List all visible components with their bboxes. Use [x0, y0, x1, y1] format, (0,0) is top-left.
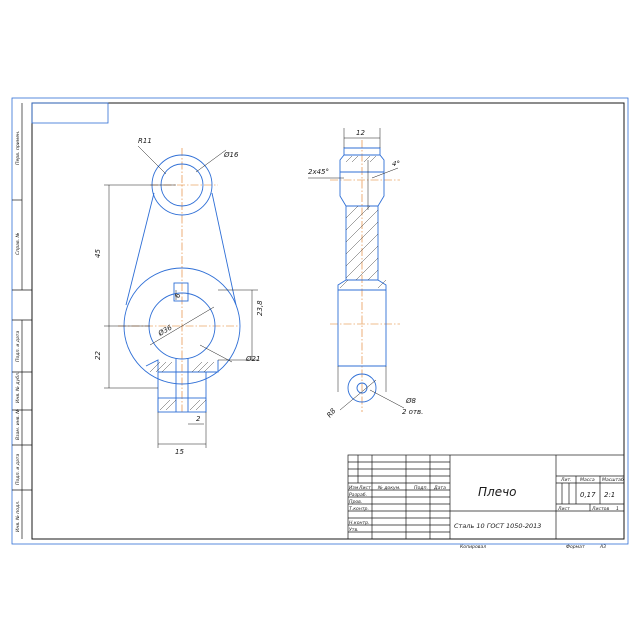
tb-razrab: Разраб.: [349, 492, 367, 498]
dim-holes: 2 отв.: [402, 408, 423, 416]
tb-ndoc: № докум.: [377, 485, 401, 491]
dim-12: 12: [356, 129, 365, 137]
dim-d21: Ø21: [245, 355, 260, 363]
dim-23-8: 23,8: [256, 300, 264, 316]
part-title: Плечо: [478, 485, 517, 499]
dim-r8: R8: [325, 407, 337, 420]
tb-izm: Изм: [349, 485, 359, 491]
sheets-label: Листов: [591, 506, 609, 512]
dim-d16: Ø16: [223, 151, 239, 159]
dim-r11: R11: [138, 137, 152, 145]
tb-data: Дата: [433, 485, 446, 491]
dim-d8: Ø8: [405, 397, 417, 405]
stamp-podp1: Подп. и дата: [15, 331, 21, 362]
top-left-stamp-box: [31, 102, 109, 124]
dim-45: 45: [94, 249, 102, 258]
tb-utv: Утв.: [349, 527, 359, 533]
stamp-podp2: Подп. и дата: [15, 454, 21, 485]
format-label: Формат: [566, 544, 585, 550]
lit-label: Лит.: [560, 477, 572, 483]
sheets-value: 1: [616, 506, 619, 512]
tb-prov: Пров.: [349, 499, 362, 505]
tb-podp: Подп.: [414, 485, 428, 491]
sheet-label: Лист: [557, 506, 570, 512]
dim-22: 22: [94, 351, 102, 360]
dim-6: 6: [174, 293, 182, 298]
stamp-sprav: Справ. №: [15, 232, 21, 255]
stamp-perv: Перв. примен.: [15, 131, 21, 166]
dim-2: 2: [196, 415, 201, 423]
mass-value: 0,17: [580, 491, 596, 499]
stamp-inv-dubl: Инв. № дубл.: [15, 372, 21, 403]
side-stamps: Перв. примен. Справ. № Подп. и дата Инв.…: [12, 103, 32, 539]
outer-frame: [11, 97, 629, 545]
dim-15: 15: [175, 448, 184, 456]
copied-label: Копировал: [460, 544, 486, 550]
material: Сталь 10 ГОСТ 1050-2013: [454, 522, 541, 530]
dim-angle: 4°: [392, 160, 400, 168]
tb-tkontr: Т.контр.: [349, 506, 369, 512]
tb-nkontr: Н.контр.: [349, 520, 370, 526]
scale-label: Масштаб: [602, 477, 624, 483]
tb-list: Лист: [358, 485, 371, 491]
inner-frame: [31, 102, 625, 540]
scale-value: 2:1: [604, 491, 615, 499]
stamp-inv-podl: Инв. № подл.: [15, 500, 21, 532]
front-view: R11 Ø16 45 22 Ø36 Ø21 23,8 6 15 2: [94, 137, 264, 456]
side-view: 12 2x45° 4° R8 Ø8 2 отв.: [308, 128, 423, 419]
stamp-vzam: Взам. инв. №: [15, 409, 21, 440]
title-block: Изм Лист № докум. Подп. Дата Разраб. Про…: [347, 454, 625, 550]
dim-chamfer: 2x45°: [308, 168, 329, 176]
format-value: А3: [599, 544, 606, 550]
mass-label: Масса: [580, 477, 595, 483]
